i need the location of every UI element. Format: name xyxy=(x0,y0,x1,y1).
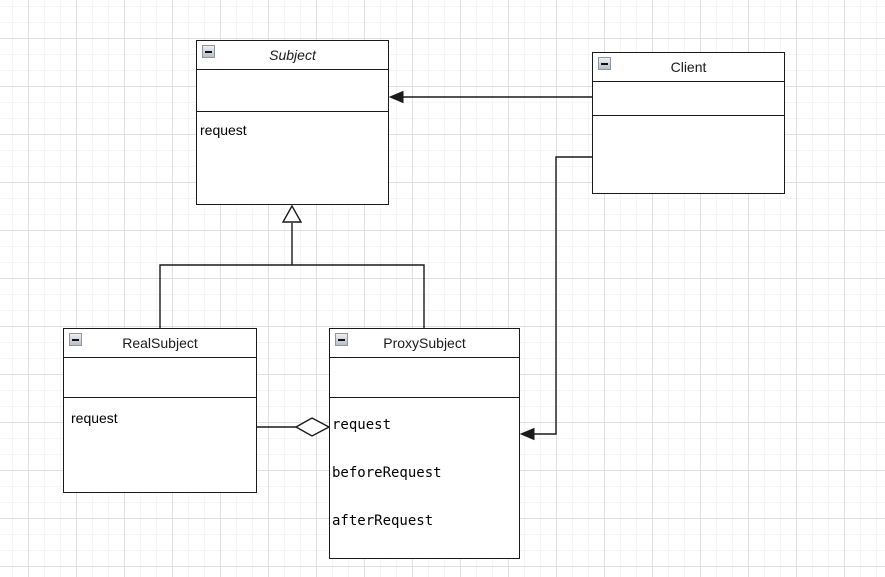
class-box-subject[interactable]: − Subject request xyxy=(196,40,389,205)
operation-label: request xyxy=(71,410,118,426)
attributes-compartment[interactable] xyxy=(197,70,388,112)
filled-arrowhead-icon xyxy=(519,427,535,441)
operations-compartment[interactable]: request beforeRequest afterRequest xyxy=(330,398,519,558)
aggregation-proxysubject-realsubject[interactable] xyxy=(257,417,331,437)
generalization-to-subject[interactable] xyxy=(159,204,425,328)
hollow-triangle-icon xyxy=(281,204,303,223)
class-title-bar: − Subject xyxy=(197,41,388,70)
class-box-client[interactable]: − Client xyxy=(592,52,785,194)
class-title-bar: − ProxySubject xyxy=(330,329,519,358)
operation-label: afterRequest xyxy=(332,513,434,529)
operation-label: request xyxy=(332,417,392,433)
class-name: RealSubject xyxy=(122,335,198,351)
attributes-compartment[interactable] xyxy=(330,358,519,398)
association-line xyxy=(533,156,592,435)
minus-icon: − xyxy=(205,50,212,53)
collapse-icon[interactable]: − xyxy=(69,333,82,346)
class-title-bar: − Client xyxy=(593,53,784,82)
class-box-proxysubject[interactable]: − ProxySubject request beforeRequest aft… xyxy=(329,328,520,559)
operation-label: request xyxy=(200,122,247,138)
class-name: Subject xyxy=(269,47,316,63)
minus-icon: − xyxy=(72,338,79,341)
operation-label: beforeRequest xyxy=(332,465,442,481)
association-client-proxysubject[interactable] xyxy=(519,156,592,441)
attributes-compartment[interactable] xyxy=(593,82,784,116)
minus-icon: − xyxy=(601,62,608,65)
operations-compartment[interactable]: request xyxy=(64,398,256,492)
collapse-icon[interactable]: − xyxy=(335,333,348,346)
collapse-icon[interactable]: − xyxy=(202,45,215,58)
operations-compartment[interactable]: request xyxy=(197,112,388,204)
collapse-icon[interactable]: − xyxy=(598,57,611,70)
hollow-diamond-icon xyxy=(294,417,331,437)
association-client-subject[interactable] xyxy=(388,90,592,104)
class-title-bar: − RealSubject xyxy=(64,329,256,358)
minus-icon: − xyxy=(338,338,345,341)
class-name: ProxySubject xyxy=(383,335,466,351)
attributes-compartment[interactable] xyxy=(64,358,256,398)
class-box-realsubject[interactable]: − RealSubject request xyxy=(63,328,257,493)
operations-compartment[interactable] xyxy=(593,116,784,193)
generalization-branch xyxy=(159,264,425,328)
filled-arrowhead-icon xyxy=(388,90,404,104)
class-name: Client xyxy=(670,59,707,75)
